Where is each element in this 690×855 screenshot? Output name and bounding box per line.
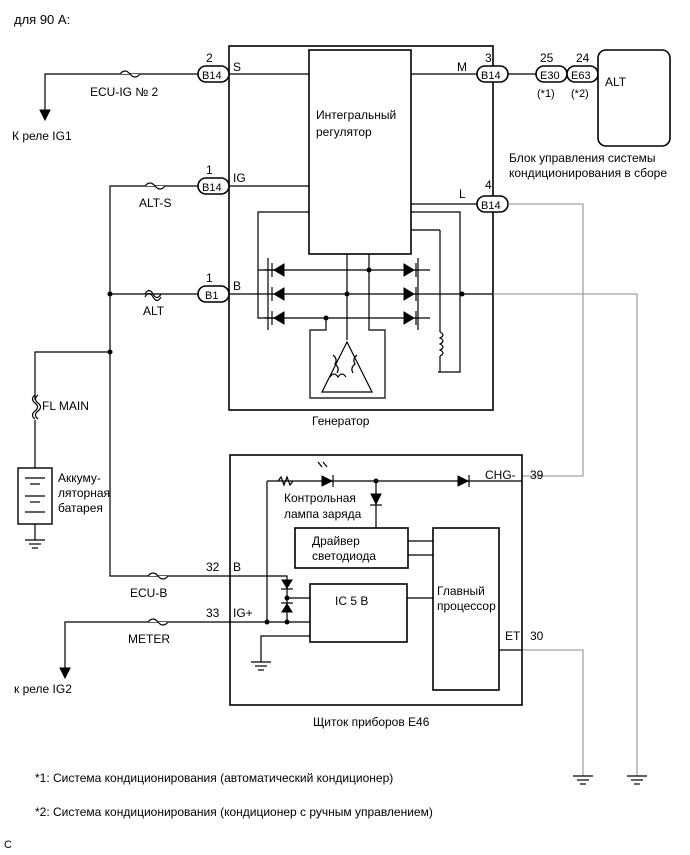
pin-chg-name: CHG- (485, 468, 516, 482)
figure-code: C (4, 839, 12, 851)
fuse-icon (119, 70, 141, 78)
ac-caption-line2: кондиционирования в сборе (509, 166, 667, 180)
fuse-icon (147, 618, 169, 626)
right-wiring (459, 203, 647, 785)
resistor-icon (277, 475, 294, 487)
ac-caption-line1: Блок управления системы (509, 151, 656, 165)
pin-et-number: 30 (530, 629, 544, 643)
connector-code: B14 (202, 70, 222, 82)
terminal-l: L (459, 187, 466, 201)
fuse-ecu-ig-label: ECU-IG № 2 (90, 85, 159, 99)
light-rays-icon (317, 461, 328, 468)
meter-caption: Щиток приборов E46 (313, 715, 430, 729)
pin-ig-name: IG+ (233, 606, 253, 620)
fusible-link-icon (144, 289, 162, 302)
connector-code: E30 (540, 70, 560, 82)
pin-b-number: 32 (206, 560, 220, 574)
arrow-down-icon (59, 667, 71, 680)
rectifier-diode-icon (273, 311, 285, 325)
fusible-link-fl-main-icon (31, 394, 42, 420)
ic-regulator-box (308, 49, 412, 255)
fuse-alt-s-label: ALT-S (139, 196, 171, 210)
battery-label-line3: батарея (58, 501, 103, 515)
connector-code: B1 (205, 290, 218, 302)
footnote-2: *2: Система кондиционирования (кондицион… (35, 805, 433, 819)
pin-number: 4 (485, 178, 492, 192)
pin-b-name: B (233, 560, 241, 574)
charge-lamp-label-line2: лампа заряда (284, 507, 362, 521)
connector-b14-ig (197, 177, 230, 195)
pin-number: 3 (485, 51, 492, 65)
led-driver-label-line1: Драйвер (312, 534, 360, 548)
generator-label: Генератор (312, 414, 370, 428)
diode-icon (370, 493, 382, 506)
pin-number: 2 (206, 51, 213, 65)
fuse-meter-label: METER (128, 632, 170, 646)
pin-number: 1 (206, 163, 213, 177)
instrument-cluster: CHG- 39 B 32 IG+ 33 ET 30 Контрольная ла… (206, 454, 544, 729)
pin-number: 25 (540, 51, 554, 65)
terminal-s: S (233, 60, 241, 74)
stator-coil-icon (321, 340, 373, 393)
connector-code: B14 (481, 70, 501, 82)
pin-chg-number: 39 (530, 468, 544, 482)
ac-unit-box (597, 49, 671, 147)
fuse-icon (144, 182, 166, 190)
terminal-b: B (233, 279, 241, 293)
diode-icon (281, 579, 293, 589)
fuse-ecu-b-label: ECU-B (130, 586, 167, 600)
ac-control-unit: ALT Блок управления системы кондициониро… (509, 49, 671, 180)
terminal-m: M (457, 60, 467, 74)
relay-ig1-label: К реле IG1 (12, 129, 72, 143)
rectifier-diode-icon (403, 263, 415, 277)
ac-unit-label: ALT (605, 75, 627, 89)
pin-ig-number: 33 (206, 606, 220, 620)
relay-ig2-label: к реле IG2 (14, 682, 72, 696)
ic-5v-label: IC 5 B (335, 594, 368, 608)
led-charge-lamp-icon (321, 475, 334, 487)
regulator-label-line1: Интегральный (316, 108, 396, 122)
connector-b14-s (197, 65, 230, 83)
main-cpu-box (432, 527, 500, 691)
pin-et-name: ET (505, 629, 521, 643)
connector-code: B14 (202, 182, 222, 194)
charge-lamp-label-line1: Контрольная (284, 491, 356, 505)
left-wiring: ECU-IG № 2 К реле IG1 ALT-S ALT FL MAIN (12, 70, 230, 696)
ground-icon (573, 775, 593, 785)
ground-icon (25, 539, 45, 549)
footnote-1: *1: Система кондиционирования (автоматич… (35, 771, 393, 785)
connector-code: B14 (481, 200, 501, 212)
rectifier-diode-icon (403, 311, 415, 325)
connector-code: E63 (571, 70, 591, 82)
battery-label-line2: ляторная (58, 486, 110, 500)
arrow-down-icon (39, 109, 51, 122)
connectors: 2 B14 1 B14 1 B1 3 B14 4 B14 25 E30 (*1)… (197, 51, 599, 303)
led-driver-box (294, 527, 409, 569)
diagram-title: для 90 А: (14, 12, 70, 27)
battery-label-line1: Аккуму- (58, 471, 101, 485)
rectifier-diode-icon (273, 287, 285, 301)
fuse-alt-label: ALT (143, 304, 165, 318)
led-driver-label-line2: светодиода (312, 549, 376, 563)
ground-icon (627, 775, 647, 785)
cpu-label-line2: процессор (437, 599, 496, 613)
fuse-fl-main-label: FL MAIN (42, 399, 89, 413)
diode-icon (281, 603, 293, 613)
rectifier-diode-icon (273, 263, 285, 277)
fuse-icon (147, 572, 169, 580)
connector-note: (*2) (571, 88, 589, 100)
ground-icon (251, 661, 271, 671)
connector-b1-b (197, 285, 230, 303)
terminal-ig: IG (233, 171, 246, 185)
pin-number: 24 (576, 51, 590, 65)
diode-icon (457, 475, 470, 487)
connector-note: (*1) (537, 88, 555, 100)
ic-5v-box (309, 583, 408, 643)
pin-number: 1 (206, 271, 213, 285)
generator: Интегральный регулятор S IG B M L (228, 45, 494, 428)
regulator-label-line2: регулятор (316, 125, 372, 139)
rotor-coil-icon (438, 318, 444, 372)
cpu-label-line1: Главный (437, 584, 485, 598)
